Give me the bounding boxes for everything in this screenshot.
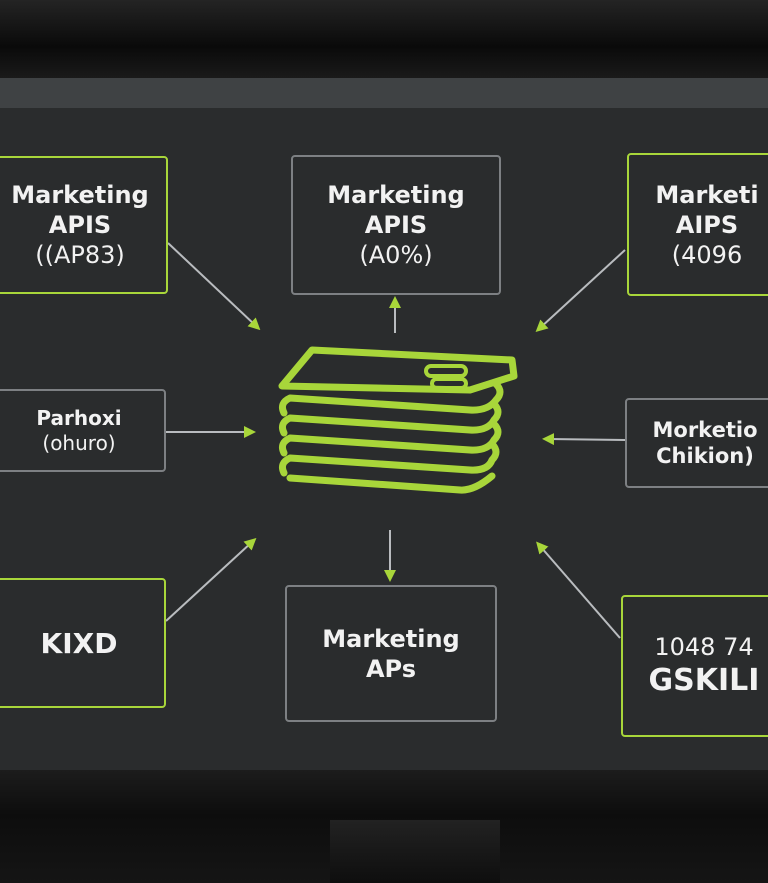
connector-bottom-left (166, 542, 252, 621)
node-code: (A0%) (359, 240, 432, 270)
node-title: Marketing (322, 624, 459, 654)
monitor-screen: Marketing APIS ((AP83) Marketing APIS (A… (0, 78, 768, 770)
node-number: 1048 74 (654, 632, 753, 662)
node-subtitle: AIPS (676, 210, 738, 240)
node-bottom-left[interactable]: KIXD (0, 578, 166, 708)
node-subtitle: APIS (365, 210, 427, 240)
node-title: Parhoxi (36, 406, 121, 431)
node-code: ((AP83) (35, 240, 125, 270)
stacked-layers-icon (282, 350, 514, 490)
node-mid-right[interactable]: Morketio Chikion) (625, 398, 768, 488)
node-code: (4096 (672, 240, 742, 270)
node-top-right[interactable]: Marketi AIPS (4096 (627, 153, 768, 296)
node-bottom-right[interactable]: 1048 74 GSKILI (621, 595, 768, 737)
monitor-stand (330, 820, 500, 883)
connector-bottom-right (540, 546, 620, 638)
node-title: GSKILI (649, 662, 760, 700)
node-title: Marketi (655, 180, 758, 210)
connector-top-left (168, 243, 256, 326)
node-subtitle: (ohuro) (42, 431, 115, 456)
connector-top-right (540, 250, 625, 328)
node-mid-left[interactable]: Parhoxi (ohuro) (0, 389, 166, 472)
node-subtitle: APs (366, 654, 416, 684)
node-bottom-center[interactable]: Marketing APs (285, 585, 497, 722)
node-title: Marketing (11, 180, 148, 210)
connector-mid-right (548, 439, 625, 440)
node-top-center[interactable]: Marketing APIS (A0%) (291, 155, 501, 295)
monitor-bezel-top (0, 0, 768, 78)
node-subtitle: APIS (49, 210, 111, 240)
node-top-left[interactable]: Marketing APIS ((AP83) (0, 156, 168, 294)
node-title: Morketio (653, 417, 758, 443)
node-title: Marketing (327, 180, 464, 210)
node-title: KIXD (41, 626, 118, 661)
node-subtitle: Chikion) (656, 443, 754, 469)
